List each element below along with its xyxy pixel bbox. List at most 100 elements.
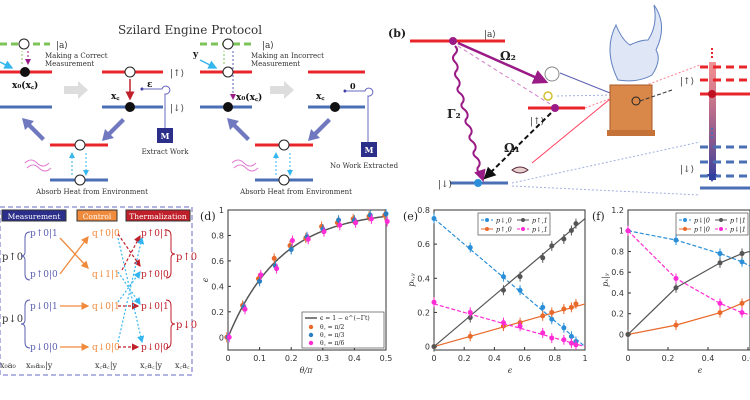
panel-b-level-scheme: (b) |a⟩ Ω₂ Γ₂ |↑⟩ Ω₁ |↓⟩ xyxy=(388,4,750,196)
y-tick-label: 1.2 xyxy=(611,206,624,215)
y-tick-label: 0.4 xyxy=(611,289,624,298)
x-axis-label: ϵ xyxy=(698,366,703,375)
data-point xyxy=(673,275,679,281)
fit-line xyxy=(433,218,586,348)
panel-label: (e) xyxy=(403,210,418,223)
demon-link xyxy=(555,94,616,97)
y-tick-label: 0.6 xyxy=(211,257,224,266)
memory-scroll-icon xyxy=(609,84,653,136)
ancilla-empty-state xyxy=(222,38,234,50)
data-point xyxy=(289,238,295,244)
data-point xyxy=(258,272,264,278)
data-point xyxy=(561,337,567,343)
legend-label: p↓|0 xyxy=(694,217,710,225)
control-prob: q↓0|1 xyxy=(92,302,120,312)
legend-marker xyxy=(683,227,687,231)
data-point xyxy=(431,216,437,222)
fit-curve xyxy=(627,298,750,336)
legend-label: p↓,0 xyxy=(496,217,512,225)
data-point xyxy=(625,228,631,234)
p-up0-initial: p↑0 xyxy=(2,252,23,263)
control-arrow xyxy=(59,237,89,269)
data-point xyxy=(717,310,723,316)
p-up0-final: p↑0 xyxy=(176,252,197,263)
data-point xyxy=(368,216,374,222)
empty-state xyxy=(74,174,86,186)
legend-marker xyxy=(485,227,489,231)
scenario-correct-measurement: |a⟩ Making a Correct Measurement x₀(x꜀) … xyxy=(0,38,189,196)
data-point xyxy=(568,340,574,346)
data-point xyxy=(337,222,343,228)
ladder-up-label: |↑⟩ xyxy=(680,77,694,87)
detector-icon xyxy=(544,66,560,82)
xc-label: x꜀ xyxy=(316,92,324,102)
state-a-label: |a⟩ xyxy=(56,41,68,51)
legend-label: p↑,0 xyxy=(496,226,512,234)
x-tick-label: 0.3 xyxy=(316,354,329,363)
data-point xyxy=(288,246,294,252)
legend-label: ϵ = 1 − e^(−Γt) xyxy=(320,315,370,322)
y-tick-label: 0.4 xyxy=(417,274,430,283)
empty-state xyxy=(222,66,234,78)
data-point xyxy=(717,251,723,257)
incoming-arrow xyxy=(0,60,14,69)
data-point xyxy=(568,227,574,233)
x0-xc-label: x₀(x꜀) xyxy=(12,80,38,91)
stage-label: x꜀a꜀ xyxy=(175,361,190,370)
control-prob: q↓1|1 xyxy=(92,270,120,280)
gamma2-decay-wave xyxy=(452,45,486,182)
thermalization-arrow xyxy=(117,233,141,267)
data-point xyxy=(467,309,473,315)
data-point xyxy=(673,285,679,291)
data-point xyxy=(540,304,546,310)
maxwell-demon-icon xyxy=(609,4,662,82)
fit-curve xyxy=(627,250,750,335)
legend-marker xyxy=(683,218,687,222)
y-axis-label: ϵ xyxy=(201,277,210,282)
thermalization-prob: p↓0|1 xyxy=(141,302,169,312)
data-point xyxy=(431,344,437,350)
stage-label: x₀a₀ xyxy=(0,361,16,370)
x-axis-label: ϵ xyxy=(508,366,513,375)
protocol-title: Szilard Engine Protocol xyxy=(118,23,262,37)
data-point xyxy=(549,243,555,249)
y-tick-label: 0.4 xyxy=(211,282,224,291)
legend-label: θ꜀ = π/2 xyxy=(320,324,344,331)
measurement-brace xyxy=(20,231,31,281)
zero-work-label: 0 xyxy=(350,81,356,91)
data-point xyxy=(431,299,437,305)
x-tick-label: 0.2 xyxy=(662,354,675,363)
x-tick-label: 0 xyxy=(225,354,230,363)
zoom-line xyxy=(511,141,701,184)
measurement-prob: p↓0|0 xyxy=(30,343,58,353)
legend-marker xyxy=(308,340,314,346)
cycle-arrow-icon xyxy=(308,118,331,141)
data-point xyxy=(517,323,523,329)
thermalization-arrow xyxy=(121,234,141,271)
x-tick-label: 0.4 xyxy=(348,354,361,363)
empty-state xyxy=(278,139,290,151)
atom-state-dot xyxy=(551,104,559,112)
legend-marker xyxy=(485,218,489,222)
y-axis-label: pₓ|ᵧ xyxy=(601,273,610,287)
absorb-heat-label: Absorb Heat from Environment xyxy=(35,188,148,196)
atom-state-dot xyxy=(449,37,457,45)
eye-icon xyxy=(511,166,529,174)
meter-icon xyxy=(543,91,553,101)
data-point xyxy=(540,330,546,336)
heat-icon xyxy=(24,159,52,172)
y-tick-label: 1 xyxy=(219,206,224,215)
state-down-label: |↓⟩ xyxy=(170,104,184,114)
mass-label: M xyxy=(365,145,374,155)
fit-curve xyxy=(627,230,750,316)
data-point xyxy=(739,251,745,257)
pulley-icon xyxy=(142,85,171,128)
data-point xyxy=(540,313,546,319)
energy-ladder-bar xyxy=(709,62,716,180)
occupied-state xyxy=(125,102,135,112)
legend-label: p↑|1 xyxy=(730,217,746,225)
panel-a-szilard-protocol: Szilard Engine Protocol |a⟩ Making a Cor… xyxy=(0,23,399,196)
thermalization-prob: p↓0|0 xyxy=(141,343,169,353)
